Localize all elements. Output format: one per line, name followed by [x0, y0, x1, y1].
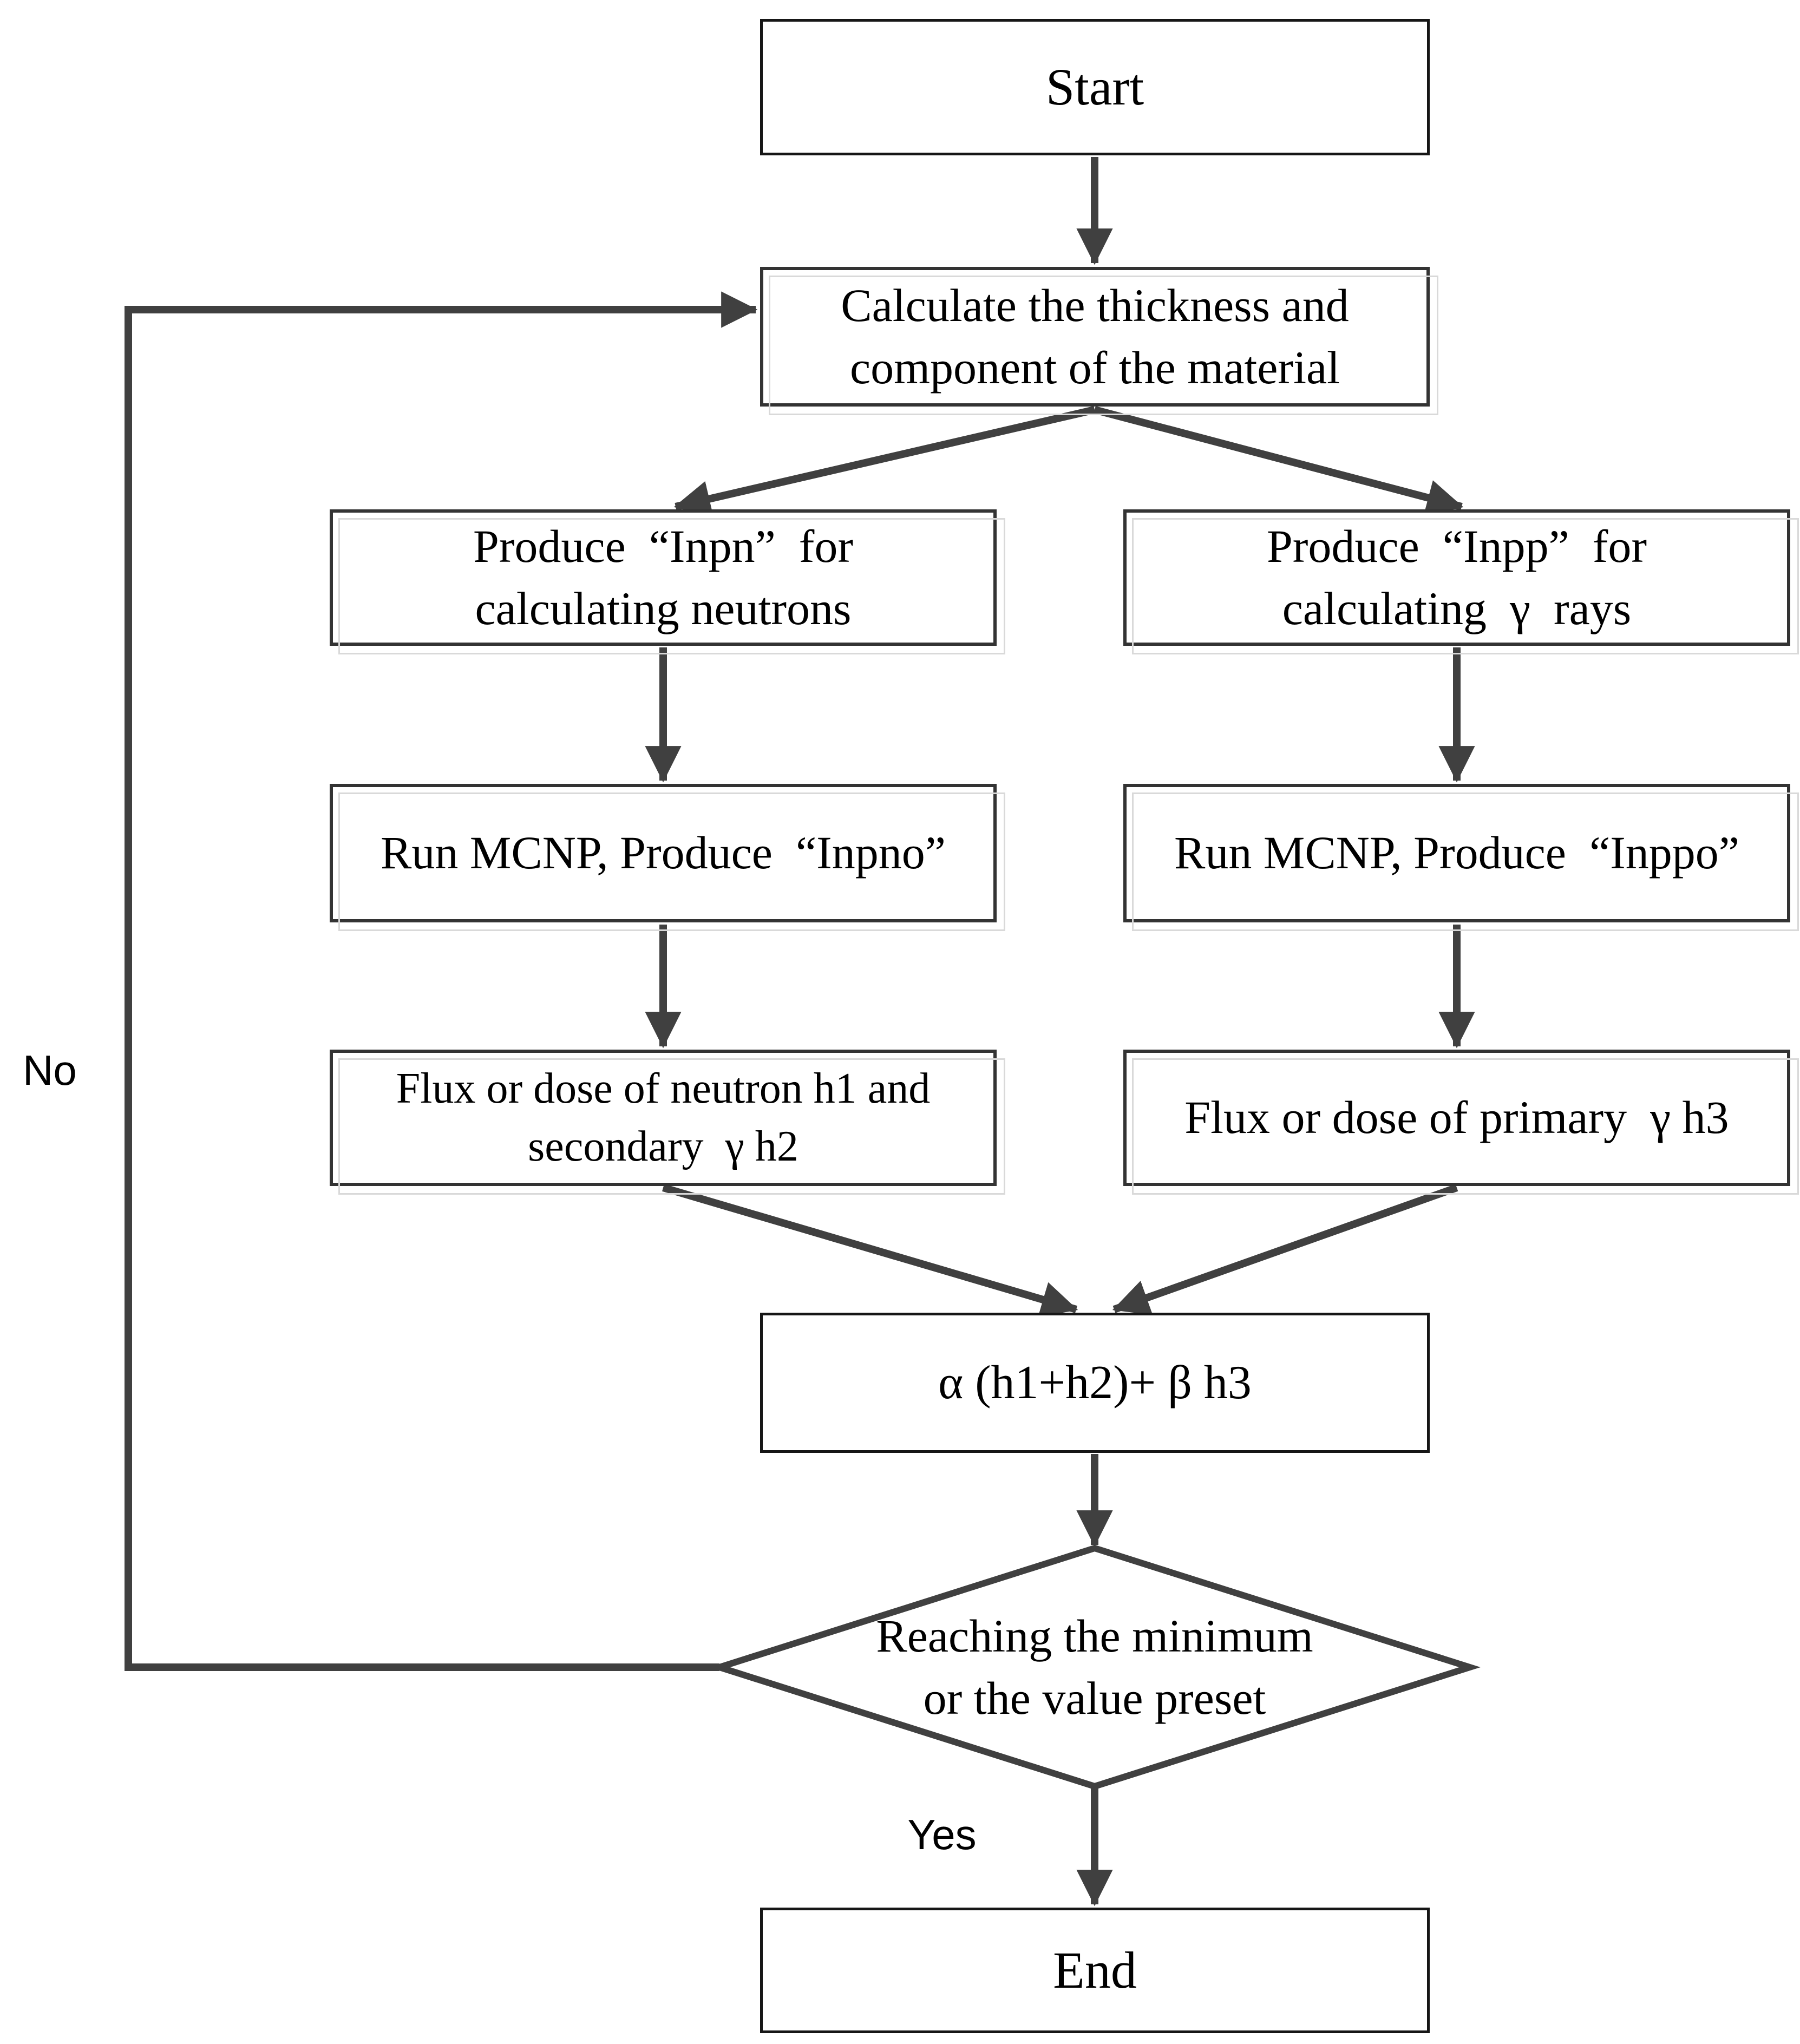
node-flux-primary-label: Flux or dose of primary γ h3	[1184, 1091, 1729, 1144]
node-formula-label: α (h1+h2)+ β h3	[938, 1356, 1252, 1409]
node-produce-inpn: Produce “Inpn” for calculating neutrons	[330, 509, 997, 646]
node-run-mcnp-inpno: Run MCNP, Produce “Inpno”	[330, 784, 997, 922]
node-run-mcnp-inpno-label: Run MCNP, Produce “Inpno”	[381, 827, 946, 879]
arrow-calculate-to-produce-inpp	[1094, 406, 1464, 516]
node-run-mcnp-inppo: Run MCNP, Produce “Inppo”	[1123, 784, 1790, 922]
node-start: Start	[760, 19, 1430, 155]
node-calculate-material-label: Calculate the thickness and component of…	[841, 279, 1349, 394]
node-decision-label: Reaching the minimum or the value preset	[876, 1609, 1313, 1724]
node-flux-primary: Flux or dose of primary γ h3	[1123, 1050, 1790, 1186]
node-decision: Reaching the minimum or the value preset	[797, 1591, 1392, 1743]
node-start-label: Start	[1045, 57, 1144, 116]
arrow-flux-primary-to-formula	[1112, 1184, 1458, 1315]
decision-diamond-shape	[709, 1544, 1481, 1790]
node-formula: α (h1+h2)+ β h3	[760, 1313, 1430, 1453]
node-produce-inpp: Produce “Inpp” for calculating γ rays	[1123, 509, 1790, 646]
node-produce-inpp-label: Produce “Inpp” for calculating γ rays	[1266, 520, 1647, 634]
edge-label-yes: Yes	[907, 1811, 977, 1858]
node-calculate-material: Calculate the thickness and component of…	[760, 267, 1430, 407]
node-flux-neutron: Flux or dose of neutron h1 and secondary…	[330, 1050, 997, 1186]
arrow-decision-loop-back-no	[125, 291, 758, 1671]
node-flux-neutron-label: Flux or dose of neutron h1 and secondary…	[396, 1064, 931, 1170]
edge-label-no: No	[23, 1046, 77, 1094]
node-run-mcnp-inppo-label: Run MCNP, Produce “Inppo”	[1174, 827, 1739, 879]
arrow-calculate-to-produce-inpn	[673, 406, 1096, 517]
node-end-label: End	[1053, 1941, 1137, 1999]
node-produce-inpn-label: Produce “Inpn” for calculating neutrons	[473, 520, 854, 634]
arrow-flux-neutron-to-formula	[662, 1184, 1078, 1318]
node-end: End	[760, 1908, 1430, 2033]
